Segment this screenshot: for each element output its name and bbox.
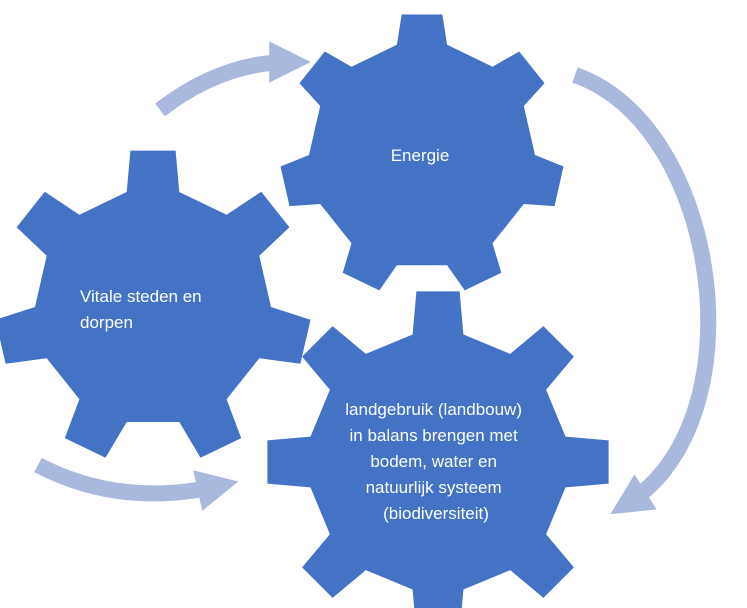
- label-vitale-steden: Vitale steden en dorpen: [80, 287, 206, 332]
- label-energie: Energie: [391, 146, 450, 165]
- label-landgebruik: landgebruik (landbouw) in balans brengen…: [345, 400, 526, 523]
- gear-landgebruik: [267, 291, 609, 608]
- gear-vitale-steden: [0, 150, 311, 458]
- arrow-energie-to-landgebruik: [572, 67, 717, 515]
- arrow-to-energie: [155, 41, 311, 117]
- gear-energie: [280, 14, 564, 291]
- arrow-to-landgebruik: [34, 457, 239, 511]
